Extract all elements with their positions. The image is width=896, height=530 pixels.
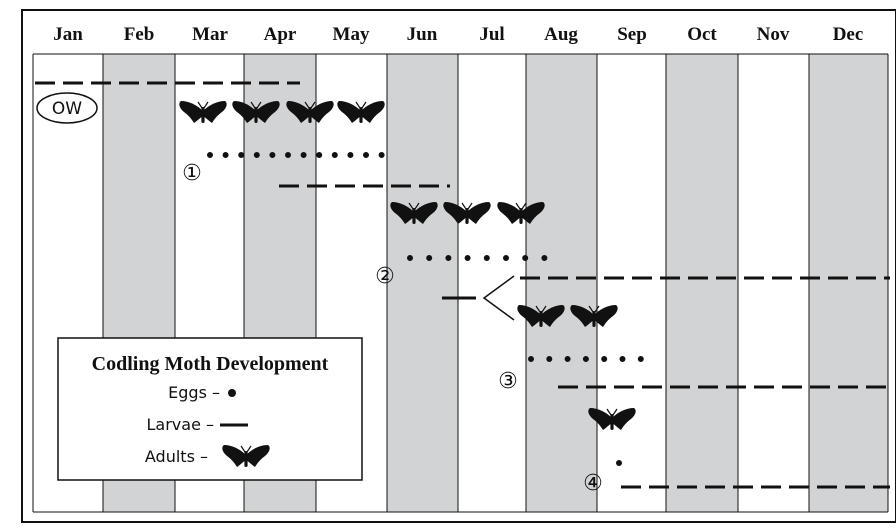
- shade-jun: [387, 54, 458, 512]
- shade-dec: [809, 54, 888, 512]
- generation-1-marker: ①: [182, 161, 202, 186]
- legend-egg-dot: [228, 389, 236, 397]
- overwinter-label: OW: [52, 99, 82, 119]
- legend-larvae-label: Larvae –: [147, 415, 215, 434]
- month-label-mar: Mar: [192, 24, 228, 45]
- month-label-dec: Dec: [833, 24, 864, 45]
- month-label-jul: Jul: [479, 24, 504, 45]
- month-label-apr: Apr: [264, 24, 297, 45]
- month-header: Jan Feb Mar Apr May Jun Jul Aug Sep Oct …: [53, 24, 863, 45]
- month-label-oct: Oct: [687, 24, 717, 45]
- month-label-sep: Sep: [617, 24, 647, 45]
- shade-aug: [526, 54, 597, 512]
- month-label-jun: Jun: [407, 24, 438, 45]
- month-label-feb: Feb: [124, 24, 155, 45]
- legend-title: Codling Moth Development: [92, 353, 329, 375]
- shade-oct: [666, 54, 738, 512]
- month-label-jan: Jan: [53, 24, 83, 45]
- adult-moth-icon: [336, 100, 386, 124]
- month-label-nov: Nov: [757, 24, 790, 45]
- generation-3-marker: ③: [498, 369, 518, 394]
- gen2-larvae-split: [482, 275, 515, 321]
- legend: Codling Moth Development Eggs – Larvae –…: [57, 337, 363, 481]
- adult-moth-icon: [178, 100, 228, 124]
- outer-frame: [21, 9, 896, 523]
- month-label-aug: Aug: [544, 24, 578, 45]
- legend-box: [57, 337, 363, 481]
- legend-adults-label: Adults –: [145, 447, 208, 466]
- legend-eggs-label: Eggs –: [168, 383, 220, 402]
- month-label-may: May: [333, 24, 370, 45]
- generation-2-marker: ②: [375, 264, 395, 289]
- month-columns: [103, 54, 888, 512]
- generation-4-marker: ④: [583, 471, 603, 496]
- overwinter-oval: [36, 92, 98, 124]
